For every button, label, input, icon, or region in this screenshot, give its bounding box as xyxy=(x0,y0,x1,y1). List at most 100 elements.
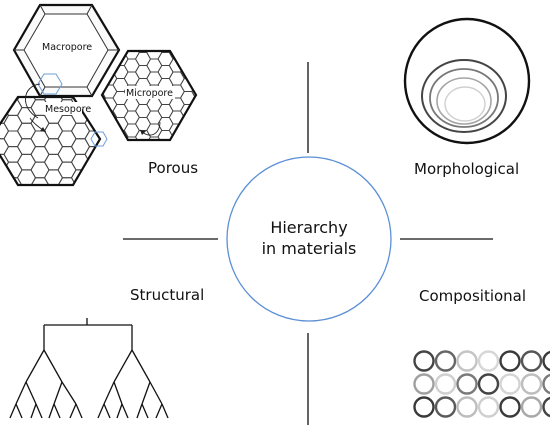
honeycomb-cell xyxy=(203,105,218,118)
composition-particle xyxy=(542,396,550,418)
honeycomb-cell xyxy=(102,123,118,138)
honeycomb-cell xyxy=(214,46,229,59)
honeycomb-cell xyxy=(97,153,100,171)
arrow-head-micro xyxy=(140,130,146,135)
outer-sphere xyxy=(403,17,531,145)
composition-particle xyxy=(477,396,500,418)
honeycomb-cell xyxy=(203,79,218,92)
honeycomb-cell xyxy=(214,59,229,72)
center-title-line1: Hierarchy xyxy=(270,218,347,237)
honeycomb-cell xyxy=(214,111,229,124)
morphological-diagram xyxy=(403,17,531,145)
nested-sphere-1 xyxy=(421,59,507,133)
honeycomb-cell xyxy=(0,186,9,202)
honeycomb-cell xyxy=(153,186,171,202)
highlight-pore-meso xyxy=(90,131,108,147)
honeycomb-cell xyxy=(126,139,144,155)
mesopore-label: Mesopore xyxy=(45,104,91,115)
honeycomb-cell xyxy=(226,105,241,118)
composition-particle xyxy=(499,373,521,395)
honeycomb-cell xyxy=(226,66,241,79)
honeycomb-cell xyxy=(214,72,229,85)
honeycomb-cell xyxy=(237,98,252,111)
honeycomb-cell xyxy=(237,111,252,124)
honeycomb-cell xyxy=(226,53,241,66)
honeycomb-cell xyxy=(45,186,63,202)
honeycomb-cell xyxy=(191,58,196,73)
honeycomb-cell xyxy=(191,123,196,138)
composition-particle xyxy=(477,350,500,372)
honeycomb-cell xyxy=(214,98,229,111)
honeycomb-cell xyxy=(214,124,229,137)
honeycomb-cell xyxy=(191,84,196,99)
arrow-macro-to-meso xyxy=(25,83,41,119)
honeycomb-cell xyxy=(237,59,252,72)
honeycomb-cell xyxy=(179,51,196,53)
nested-sphere-3 xyxy=(436,77,492,125)
honeycomb-cell xyxy=(226,40,241,53)
honeycomb-cell xyxy=(139,178,157,194)
honeycomb-cell xyxy=(97,122,100,140)
honeycomb-cell xyxy=(214,137,229,150)
honeycomb-cell xyxy=(237,46,252,59)
label-compositional: Compositional xyxy=(419,287,526,305)
honeycomb-cell xyxy=(203,53,218,66)
composition-particle xyxy=(542,373,550,395)
compositional-grid xyxy=(413,350,550,418)
honeycomb-cell xyxy=(112,178,130,194)
composition-particle xyxy=(413,396,435,418)
composition-particle xyxy=(434,373,457,395)
honeycomb-cell xyxy=(203,92,218,105)
honeycomb-cell xyxy=(126,170,144,186)
honeycomb-cell xyxy=(97,169,100,185)
honeycomb-cell xyxy=(0,97,10,109)
label-porous: Porous xyxy=(148,159,198,177)
honeycomb-cell xyxy=(102,104,107,118)
honeycomb-cell xyxy=(84,161,100,179)
honeycomb-cell xyxy=(112,162,130,178)
honeycomb-cell xyxy=(18,186,36,202)
composition-particle xyxy=(434,396,457,418)
nested-sphere-2 xyxy=(429,68,499,128)
honeycomb-cell xyxy=(72,186,90,202)
macropore-label: Macropore xyxy=(42,42,92,53)
honeycomb-cell xyxy=(179,129,196,140)
composition-particle xyxy=(413,373,435,395)
honeycomb-cell xyxy=(237,85,252,98)
composition-particle xyxy=(456,350,478,372)
honeycomb-cell xyxy=(214,85,229,98)
composition-particle xyxy=(413,350,435,372)
porous-diagram: Macropore Micropore Mesopore xyxy=(0,3,252,202)
composition-particle xyxy=(520,373,543,395)
honeycomb-cell xyxy=(203,117,218,130)
honeycomb-cell xyxy=(191,51,196,60)
honeycomb-cell xyxy=(203,66,218,79)
label-structural: Structural xyxy=(130,286,204,304)
composition-particle xyxy=(520,396,543,418)
honeycomb-cell xyxy=(203,40,218,53)
composition-particle xyxy=(542,350,550,372)
honeycomb-cell xyxy=(99,186,117,202)
honeycomb-cell xyxy=(226,79,241,92)
honeycomb-cell xyxy=(97,138,100,155)
composition-particle xyxy=(456,396,478,418)
honeycomb-cell xyxy=(0,169,10,185)
composition-particle xyxy=(499,396,521,418)
center-circle xyxy=(226,156,392,322)
center-title-line2: in materials xyxy=(262,239,357,258)
honeycomb-cell xyxy=(226,117,241,130)
honeycomb-cell xyxy=(153,139,171,155)
honeycomb-cell xyxy=(237,137,252,150)
honeycomb-cell xyxy=(84,177,100,185)
composition-particle xyxy=(520,350,543,372)
honeycomb-cell xyxy=(112,147,130,163)
composition-particle xyxy=(456,373,478,395)
arrow-head-meso xyxy=(40,127,46,132)
honeycomb-cell xyxy=(179,52,196,66)
macropore-hexagon xyxy=(12,3,121,98)
honeycomb-cell xyxy=(237,124,252,137)
label-morphological: Morphological xyxy=(414,160,519,178)
honeycomb-cell xyxy=(126,154,144,170)
nested-sphere-4 xyxy=(444,86,486,122)
structural-tree xyxy=(9,318,169,419)
